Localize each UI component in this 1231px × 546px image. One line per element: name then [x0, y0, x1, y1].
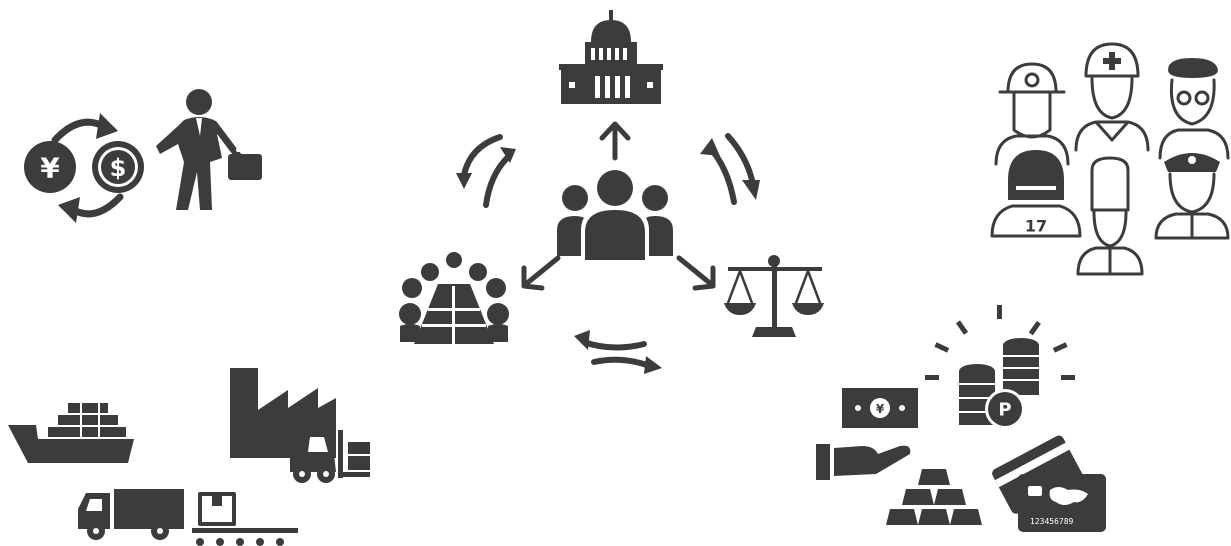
arrow-down-left-icon — [518, 254, 563, 294]
credit-card-icon: 123456789 — [992, 430, 1110, 536]
businessman-with-briefcase-icon — [152, 88, 267, 218]
cargo-ship-icon — [8, 395, 138, 465]
cycle-arrows-right-icon — [698, 128, 773, 208]
coin-symbol: P — [998, 400, 1011, 421]
banknote-symbol: ¥ — [876, 402, 885, 416]
capitol-building-icon — [557, 10, 665, 105]
arrow-down-right-icon — [675, 254, 720, 294]
yen-symbol: ¥ — [40, 152, 60, 185]
scales-of-justice-icon — [722, 253, 827, 338]
exchange-arrows-icon — [572, 328, 664, 378]
delivery-truck-icon — [78, 487, 188, 542]
people-group-icon — [555, 167, 675, 263]
nurse-icon — [1074, 42, 1150, 152]
currency-exchange-icon: ¥ $ — [20, 105, 155, 230]
firefighter-icon — [994, 62, 1070, 166]
forklift-icon — [288, 428, 373, 486]
gold-bars-icon — [886, 467, 986, 529]
arrow-up-icon — [598, 120, 632, 161]
meeting-table-icon — [398, 252, 513, 347]
hand-icon — [816, 436, 916, 482]
football-player-icon: 17 — [990, 150, 1082, 238]
artist-icon — [1158, 58, 1230, 160]
coins-icon: P — [925, 305, 1075, 435]
occupations-group: 17 — [988, 40, 1231, 280]
jersey-number: 17 — [1025, 217, 1047, 236]
dollar-symbol: $ — [110, 154, 127, 182]
police-officer-icon — [1154, 153, 1230, 240]
chef-icon — [1076, 156, 1144, 276]
card-number: 123456789 — [1030, 517, 1074, 526]
cycle-arrows-left-icon — [450, 125, 525, 210]
banknote-icon: ¥ — [842, 388, 920, 430]
conveyor-box-icon — [192, 490, 302, 546]
